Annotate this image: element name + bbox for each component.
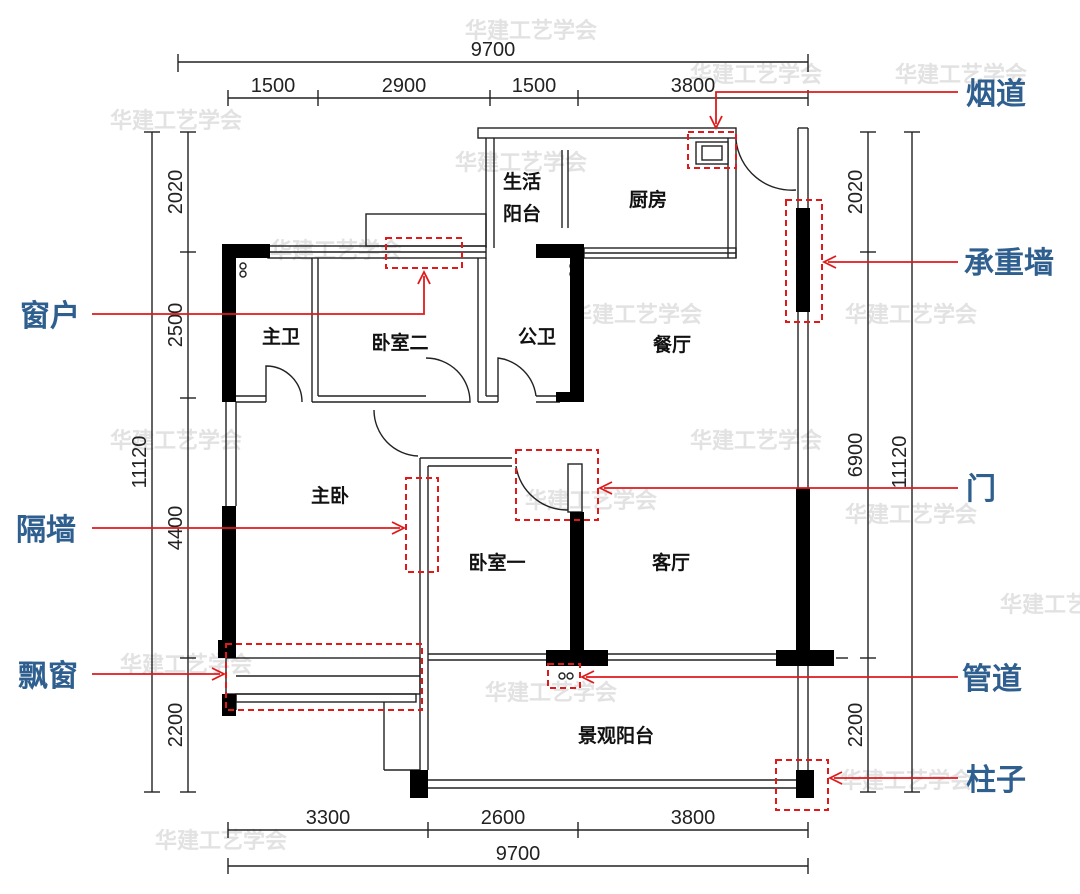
watermark: 华建工艺学会 xyxy=(485,680,617,706)
dim-left-4: 2200 xyxy=(165,703,187,748)
watermark: 华建工艺学会 xyxy=(525,488,657,514)
callout-flue: 烟道 xyxy=(966,77,1026,112)
callout-labels: 烟道 承重墙 窗户 门 隔墙 飘窗 管道 柱子 xyxy=(16,77,1054,798)
dim-right-3: 2200 xyxy=(845,703,867,748)
watermark: 华建工艺学会 xyxy=(110,108,242,134)
callout-bay-window: 飘窗 xyxy=(18,659,78,694)
room-master-bath-label: 主卫 xyxy=(262,326,300,348)
room-master-bedroom-label: 主卧 xyxy=(311,485,349,507)
room-living-balcony-label-2: 阳台 xyxy=(503,202,541,225)
watermarks: 华建工艺学会 华建工艺学会 华建工艺学会 华建工艺学会 华建工艺学会 华建工艺学… xyxy=(110,18,1080,854)
watermark: 华建工艺学会 xyxy=(690,428,822,454)
highlight-boxes xyxy=(225,131,829,811)
room-public-bath-label: 公卫 xyxy=(518,326,556,348)
watermark: 华建工艺学会 xyxy=(1000,592,1080,618)
callout-door: 门 xyxy=(966,472,996,507)
watermark: 华建工艺学会 xyxy=(270,238,402,264)
pointer-lines xyxy=(92,91,958,785)
watermark: 华建工艺学会 xyxy=(570,302,702,328)
pipe-highlight xyxy=(547,663,581,689)
dim-bottom-3: 3800 xyxy=(671,807,716,829)
watermark: 华建工艺学会 xyxy=(845,302,977,328)
dim-top-1: 1500 xyxy=(251,75,296,97)
dim-top-total: 9700 xyxy=(471,39,516,61)
dimension-lines xyxy=(144,54,920,874)
watermark: 华建工艺学会 xyxy=(110,428,242,454)
partition-wall-highlight xyxy=(405,477,439,573)
dim-right-total: 11120 xyxy=(889,436,911,489)
room-living-balcony-label-1: 生活 xyxy=(503,170,541,193)
flue-highlight xyxy=(687,131,737,169)
watermark: 华建工艺学会 xyxy=(840,768,972,794)
callout-column: 柱子 xyxy=(966,763,1026,798)
watermark: 华建工艺学会 xyxy=(895,62,1027,88)
callout-load-bearing-wall: 承重墙 xyxy=(964,246,1054,281)
dim-top-4: 3800 xyxy=(671,75,716,97)
watermark: 华建工艺学会 xyxy=(465,18,597,44)
column-highlight xyxy=(775,759,829,811)
dim-bottom-total: 9700 xyxy=(496,843,541,865)
room-dining-label: 餐厅 xyxy=(653,333,691,356)
dimension-labels: 9700 1500 2900 1500 3800 3300 2600 3800 … xyxy=(129,39,911,865)
dim-left-total: 11120 xyxy=(129,436,151,489)
watermark: 华建工艺学会 xyxy=(845,502,977,528)
callout-window: 窗户 xyxy=(20,299,80,334)
dim-top-3: 1500 xyxy=(512,75,557,97)
room-kitchen-label: 厨房 xyxy=(629,188,667,211)
callout-partition-wall: 隔墙 xyxy=(16,513,76,548)
bay-window-highlight xyxy=(225,643,423,711)
dim-right-2: 6900 xyxy=(845,433,867,478)
load-bearing-wall-highlight xyxy=(785,199,823,323)
dim-left-1: 2020 xyxy=(165,170,187,215)
dim-top-2: 2900 xyxy=(382,75,427,97)
watermark: 华建工艺学会 xyxy=(455,150,587,176)
dim-bottom-1: 3300 xyxy=(306,807,351,829)
dim-right-1: 2020 xyxy=(845,170,867,215)
callout-pipe: 管道 xyxy=(962,662,1022,697)
window-highlight xyxy=(385,237,463,269)
room-bedroom-2-label: 卧室二 xyxy=(371,331,428,354)
load-bearing-walls xyxy=(218,141,834,798)
dim-left-2: 2500 xyxy=(165,303,187,348)
room-bedroom-1-label: 卧室一 xyxy=(468,551,525,574)
watermark: 华建工艺学会 xyxy=(690,62,822,88)
room-living-room-label: 客厅 xyxy=(652,551,690,574)
room-view-balcony-label: 景观阳台 xyxy=(578,724,654,747)
dim-bottom-2: 2600 xyxy=(481,807,526,829)
door-highlight xyxy=(515,449,599,521)
room-labels: 生活 阳台 厨房 主卫 卧室二 公卫 餐厅 主卧 卧室一 客厅 景观阳台 xyxy=(262,170,691,747)
watermark: 华建工艺学会 xyxy=(155,828,287,854)
